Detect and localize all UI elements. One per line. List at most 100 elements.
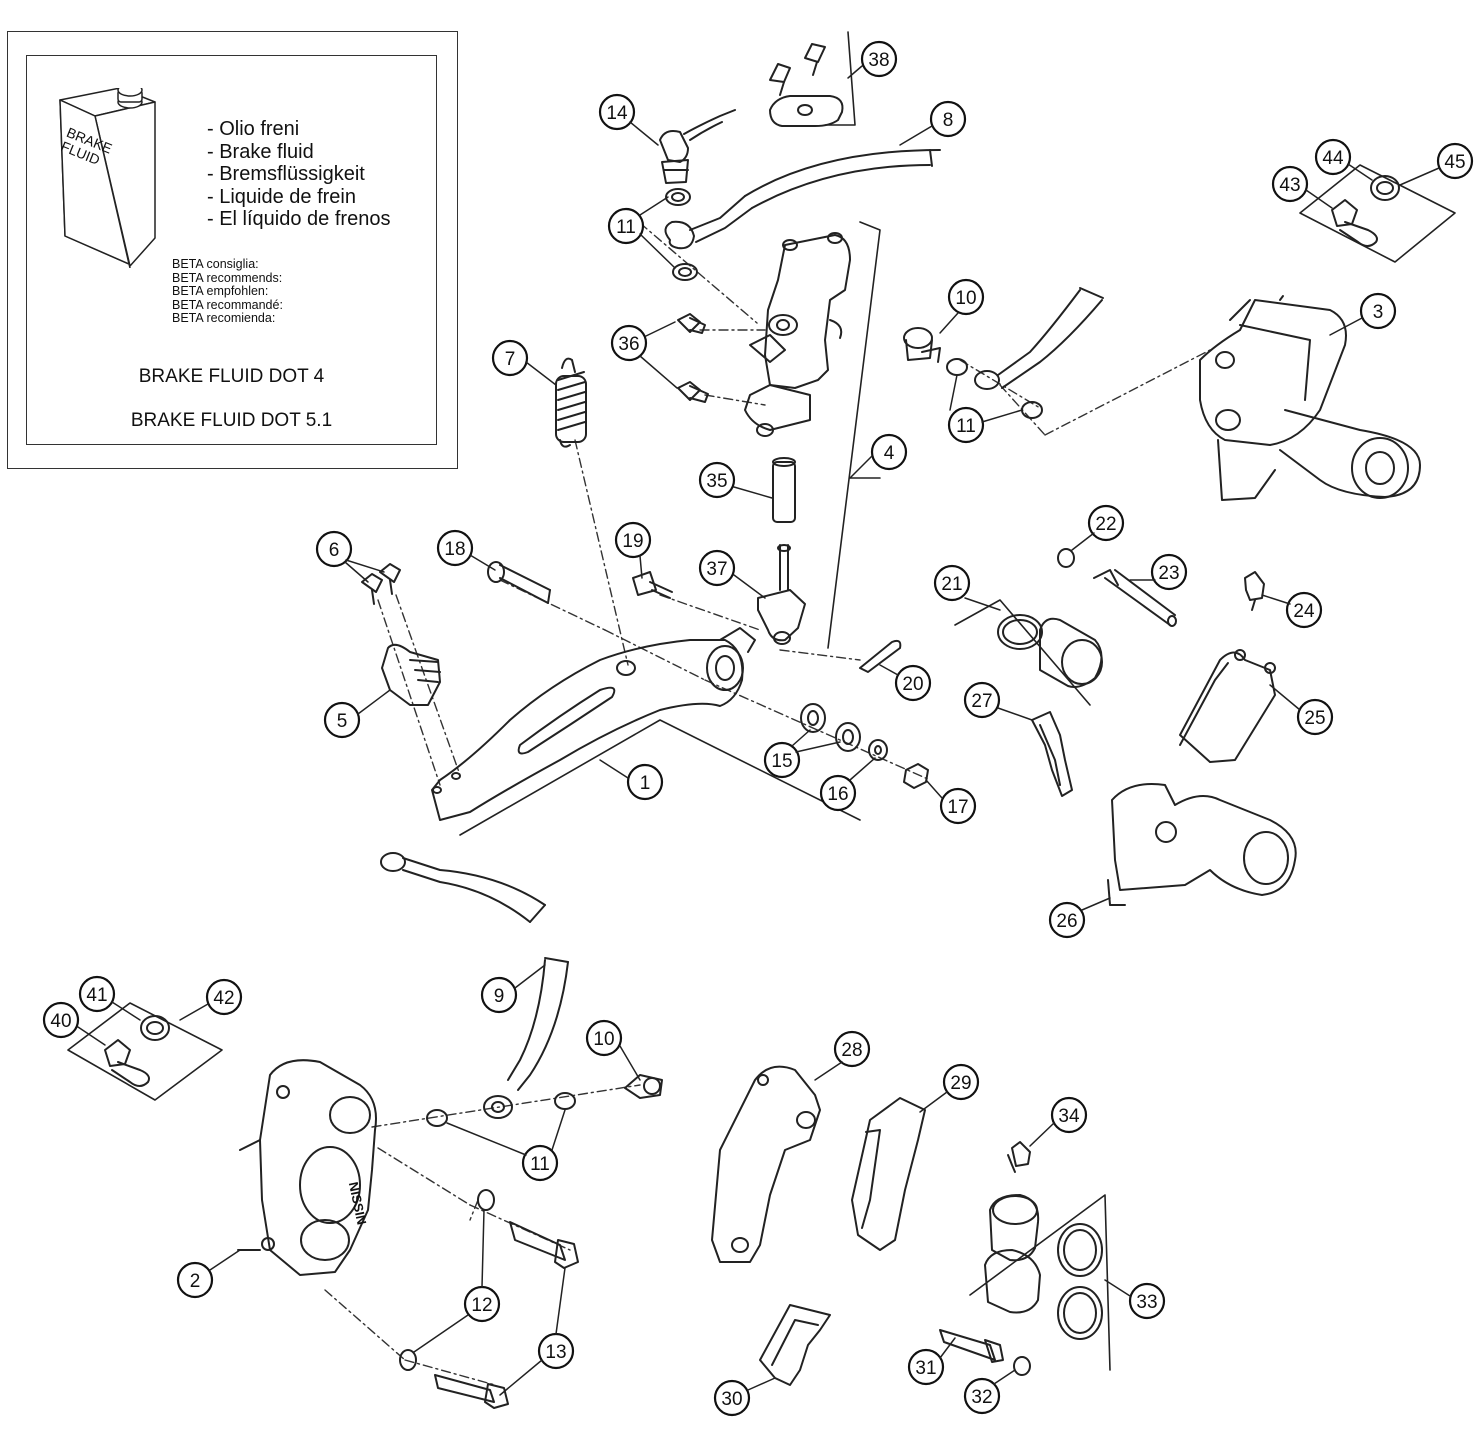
callout-40: 40	[42, 1001, 80, 1039]
recommend-de: BETA empfohlen:	[172, 284, 269, 298]
svg-text:45: 45	[1444, 152, 1465, 173]
cotter-pin-part	[859, 639, 902, 673]
callout-36: 36	[610, 324, 648, 362]
caliper-small-parts	[1057, 548, 1265, 627]
mounting-bolt-parts	[677, 313, 709, 403]
pedal-tip-bolts-part	[361, 563, 401, 605]
svg-text:25: 25	[1304, 708, 1325, 729]
callout-1: 1	[626, 763, 664, 801]
callout-23: 23	[1150, 553, 1188, 591]
callout-16: 16	[819, 774, 857, 812]
clevis-part	[757, 589, 806, 645]
front-piston-parts	[984, 1194, 1103, 1340]
rear-pad-spring-part	[1031, 711, 1073, 797]
callout-38: 38	[860, 40, 898, 78]
beta-recommendations: BETA consiglia: BETA recommends: BETA em…	[172, 257, 283, 326]
callout-30: 30	[713, 1379, 751, 1417]
svg-text:42: 42	[213, 988, 234, 1009]
brake-switch-part	[659, 109, 736, 184]
callout-29: 29	[942, 1063, 980, 1101]
rear-caliper-part	[1199, 295, 1421, 501]
svg-text:36: 36	[618, 334, 639, 355]
rear-caliper-bracket-part	[1107, 783, 1297, 906]
svg-text:41: 41	[86, 985, 107, 1006]
brake-fluid-dot4: BRAKE FLUID DOT 4	[138, 366, 325, 387]
callout-44: 44	[1314, 138, 1352, 176]
fluid-name-en: - Brake fluid	[207, 140, 314, 163]
reservoir-cap-part	[769, 43, 844, 127]
callout-7: 7	[491, 339, 529, 377]
pivot-bolt-part	[487, 561, 551, 604]
front-brake-pads-part	[851, 1097, 926, 1251]
callout-19: 19	[614, 521, 652, 559]
svg-text:6: 6	[329, 540, 340, 561]
svg-text:19: 19	[622, 531, 643, 552]
recommend-fr: BETA recommandé:	[172, 297, 283, 312]
callout-13: 13	[537, 1332, 575, 1370]
callout-11-rear: 11	[947, 406, 985, 444]
master-cylinder-part	[744, 232, 851, 437]
callout-8: 8	[929, 100, 967, 138]
pedal-bearing-parts	[800, 703, 929, 789]
svg-text:44: 44	[1322, 148, 1344, 169]
svg-text:23: 23	[1158, 563, 1179, 584]
callout-4: 4	[870, 433, 908, 471]
callout-20: 20	[894, 664, 932, 702]
callout-9: 9	[480, 976, 518, 1014]
callout-45: 45	[1436, 142, 1474, 180]
callout-41: 41	[78, 975, 116, 1013]
callout-43: 43	[1271, 165, 1309, 203]
front-caliper-bracket-part	[711, 1065, 821, 1263]
callout-17: 17	[939, 787, 977, 825]
callout-10-front: 10	[585, 1019, 623, 1057]
svg-text:26: 26	[1056, 911, 1077, 932]
svg-text:10: 10	[593, 1029, 614, 1050]
brake-fluid-info-inner	[26, 55, 437, 445]
svg-text:37: 37	[706, 559, 727, 580]
brake-fluid-names: - Olio freni - Brake fluid - Bremsflüssi…	[207, 118, 390, 231]
recommend-en: BETA recommends:	[172, 270, 283, 285]
front-pad-pin-parts	[939, 1329, 1031, 1376]
svg-text:3: 3	[1373, 302, 1384, 323]
svg-text:5: 5	[337, 711, 348, 732]
front-caliper-bolts-part	[399, 1189, 579, 1409]
callout-21: 21	[933, 564, 971, 602]
recommend-it: BETA consiglia:	[172, 257, 259, 271]
callout-10-rear: 10	[947, 278, 985, 316]
svg-text:11: 11	[616, 217, 636, 238]
fluid-name-es: - El líquido de frenos	[207, 208, 391, 230]
svg-text:43: 43	[1279, 175, 1300, 196]
callout-37: 37	[698, 549, 736, 587]
fluid-name-it: - Olio freni	[207, 118, 300, 140]
svg-text:40: 40	[50, 1011, 71, 1032]
callout-5: 5	[323, 701, 361, 739]
svg-text:22: 22	[1095, 514, 1116, 535]
fluid-name-fr: - Liquide de frein	[207, 185, 356, 208]
svg-text:4: 4	[884, 443, 895, 464]
brake-fluid-dot51: BRAKE FLUID DOT 5.1	[130, 410, 333, 431]
svg-text:35: 35	[706, 471, 727, 492]
pedal-tip-part	[381, 643, 441, 706]
svg-text:21: 21	[941, 574, 962, 595]
svg-text:29: 29	[950, 1073, 971, 1094]
svg-text:14: 14	[606, 103, 628, 124]
callout-leader-lines	[77, 65, 1440, 1396]
svg-text:31: 31	[915, 1358, 936, 1379]
recommend-es: BETA recomienda:	[172, 311, 276, 325]
fluid-name-de: - Bremsflüssigkeit	[207, 163, 365, 185]
svg-text:30: 30	[721, 1389, 742, 1410]
svg-text:33: 33	[1136, 1292, 1157, 1313]
rear-brake-pads-part	[1179, 649, 1276, 763]
callout-6: 6	[315, 530, 353, 568]
svg-text:1: 1	[640, 773, 651, 794]
callout-31: 31	[907, 1348, 945, 1386]
callout-27: 27	[963, 681, 1001, 719]
callout-25: 25	[1296, 698, 1334, 736]
svg-text:2: 2	[190, 1271, 201, 1292]
svg-text:32: 32	[971, 1387, 992, 1408]
callout-35: 35	[698, 461, 736, 499]
front-bleeder-part	[1007, 1141, 1031, 1173]
clevis-pin-part	[632, 571, 673, 599]
svg-text:20: 20	[902, 674, 923, 695]
